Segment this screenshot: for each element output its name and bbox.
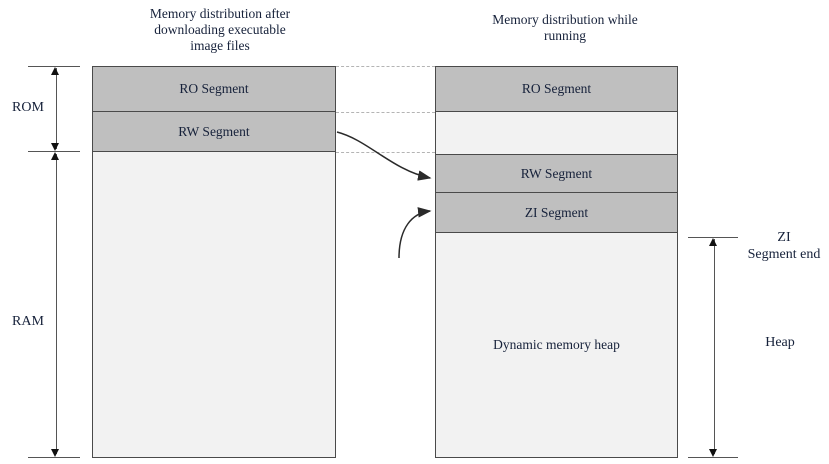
right-segment-ro-label: RO Segment [521, 81, 592, 96]
rom-measure-line [56, 68, 57, 149]
zi-creation-arrow [398, 207, 432, 259]
zi-segment-end-label: ZI Segment end [747, 230, 821, 262]
heap-measure-line [714, 239, 715, 454]
left-segment-ro-label: RO Segment [179, 81, 249, 96]
right-segment-heap-label: Dynamic memory heap [493, 337, 620, 352]
left-segment-rw-label: RW Segment [178, 123, 250, 139]
rom-arrow-down [51, 143, 59, 151]
ram-label: RAM [12, 314, 44, 329]
left-segment-free [92, 152, 336, 458]
guide-line-rw-bottom [336, 152, 435, 153]
guide-line-top [336, 66, 435, 67]
guide-line-ro-bottom [336, 112, 435, 113]
rom-top-tick [28, 66, 80, 67]
left-segment-rw: RW Segment [92, 112, 336, 152]
right-segment-gap [435, 112, 678, 155]
right-segment-rw: RW Segment [435, 155, 678, 193]
ram-arrow-up [51, 152, 59, 160]
heap-bottom-tick [688, 457, 738, 458]
heap-label: Heap [765, 335, 795, 350]
ram-arrow-down [51, 449, 59, 457]
right-segment-zi: ZI Segment [435, 193, 678, 233]
rom-bottom-tick [28, 151, 80, 152]
zi-segment-end-tick [688, 237, 738, 238]
heap-arrow-down [709, 449, 717, 457]
heap-arrow-up [709, 238, 717, 246]
rom-arrow-up [51, 67, 59, 75]
right-memory-block: RO Segment RW Segment ZI Segment Dynamic… [435, 66, 678, 458]
right-segment-ro: RO Segment [435, 66, 678, 112]
right-segment-heap: Dynamic memory heap [435, 233, 678, 458]
left-memory-block: RO Segment RW Segment [92, 66, 336, 458]
ram-measure-line [56, 154, 57, 454]
right-segment-zi-label: ZI Segment [524, 204, 589, 220]
left-diagram-title: Memory distribution after downloading ex… [149, 6, 291, 53]
rom-label: ROM [12, 100, 44, 115]
right-diagram-title: Memory distribution while running [492, 12, 638, 43]
ram-bottom-tick [28, 457, 80, 458]
rw-migration-arrow [336, 131, 432, 181]
left-segment-ro: RO Segment [92, 66, 336, 112]
right-segment-rw-label: RW Segment [520, 165, 593, 181]
